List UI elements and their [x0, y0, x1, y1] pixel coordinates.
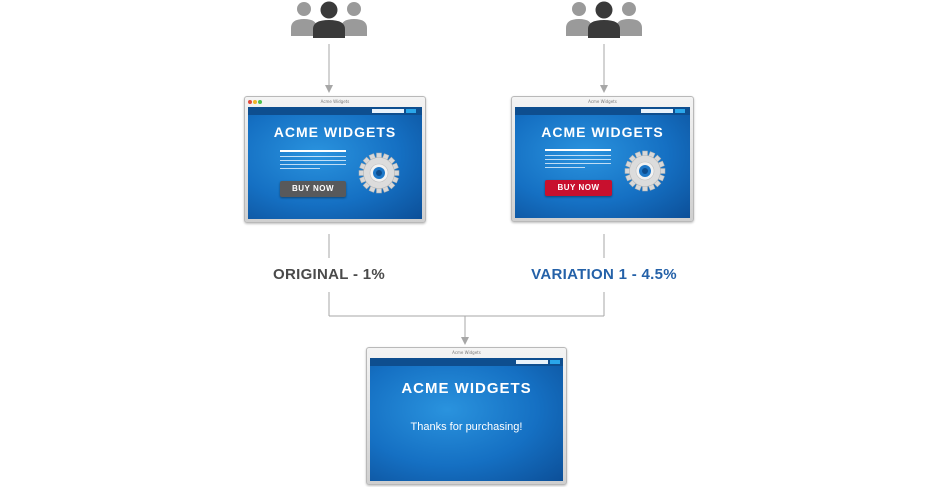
- site-title: ACME WIDGETS: [273, 124, 397, 140]
- search-button: [550, 360, 560, 364]
- nav-bar: [248, 107, 422, 115]
- body-text-lines: [280, 150, 346, 172]
- maximize-dot-icon: [258, 100, 262, 104]
- browser-title: Acme Widgets: [452, 350, 481, 355]
- variation-page-mockup: Acme Widgets ACME WIDGETS BUY NOW: [511, 96, 694, 222]
- nav-bar: [370, 358, 563, 366]
- close-dot-icon: [248, 100, 252, 104]
- buy-now-button: BUY NOW: [280, 181, 346, 197]
- body-text-lines: [545, 149, 611, 171]
- search-button: [675, 109, 685, 113]
- search-input: [516, 360, 548, 364]
- browser-title: Acme Widgets: [320, 99, 350, 104]
- page-screen: ACME WIDGETS BUY NOW: [248, 107, 422, 219]
- original-result-label: ORIGINAL - 1%: [273, 266, 385, 283]
- window-controls: [248, 100, 263, 104]
- nav-bar: [515, 107, 690, 115]
- site-title: ACME WIDGETS: [401, 380, 532, 397]
- users-group-icon: [566, 1, 642, 38]
- search-input: [372, 109, 404, 113]
- original-page-mockup: Acme Widgets ACME WIDGETS BUY NOW: [244, 96, 426, 223]
- buy-now-button: BUY NOW: [545, 180, 612, 196]
- minimize-dot-icon: [253, 100, 257, 104]
- search-button: [406, 109, 416, 113]
- variation-result-label: VARIATION 1 - 4.5%: [531, 266, 677, 283]
- thanks-message: Thanks for purchasing!: [410, 421, 523, 433]
- site-title: ACME WIDGETS: [541, 124, 664, 140]
- thanks-page-mockup: Acme Widgets ACME WIDGETS Thanks for pur…: [366, 347, 567, 485]
- browser-title: Acme Widgets: [588, 99, 617, 104]
- page-screen: ACME WIDGETS Thanks for purchasing!: [370, 358, 563, 481]
- users-group-icon: [291, 1, 367, 38]
- gear-icon: [358, 152, 400, 194]
- gear-icon: [624, 150, 666, 192]
- page-screen: ACME WIDGETS BUY NOW: [515, 107, 690, 218]
- search-input: [641, 109, 673, 113]
